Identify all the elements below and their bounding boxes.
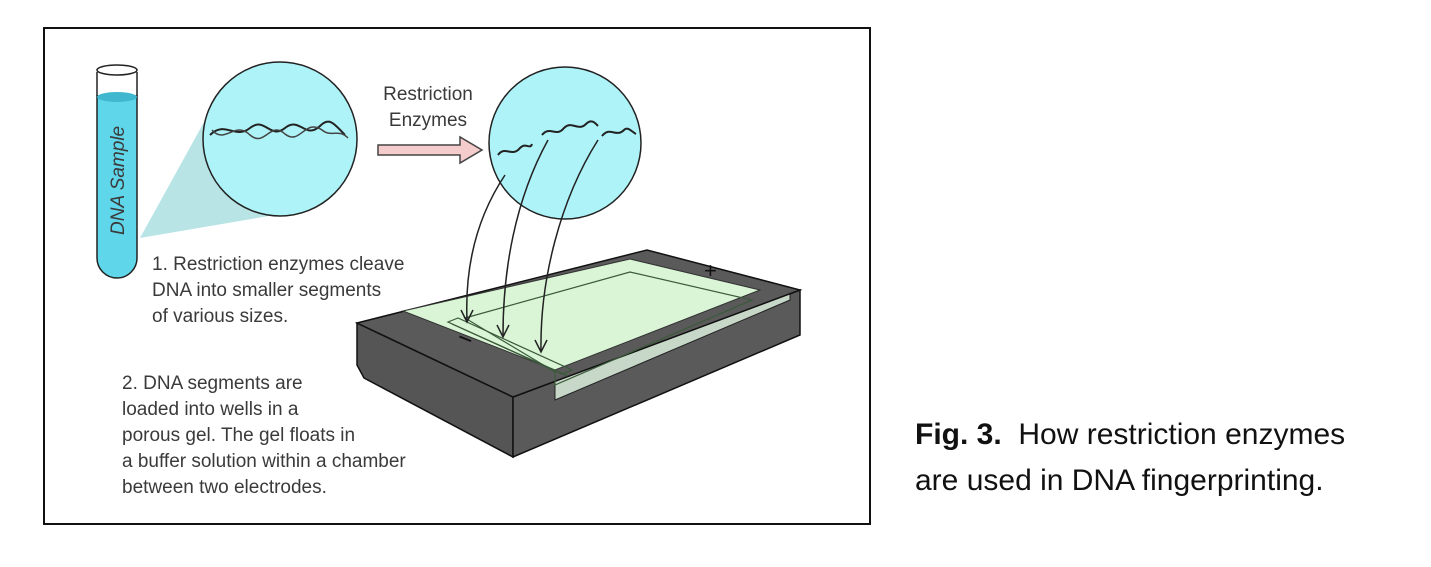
- loading-arrows: [460, 139, 599, 354]
- step2-line3: porous gel. The gel floats in: [122, 425, 355, 446]
- caption-label: Fig. 3.: [915, 418, 1002, 451]
- arrow-label-line1: Restriction: [383, 84, 473, 105]
- dna-circle-fragments: [488, 66, 642, 220]
- caption-text-1: How restriction enzymes: [1018, 418, 1346, 451]
- step2-line5: between two electrodes.: [122, 477, 327, 498]
- caption-text-2: are used in DNA fingerprinting.: [915, 464, 1324, 497]
- step1-line3: of various sizes.: [152, 306, 288, 327]
- gel-wells: [446, 317, 574, 377]
- figure-caption: Fig. 3. How restriction enzymes are used…: [915, 412, 1345, 504]
- step2-line2: loaded into wells in a: [122, 399, 299, 420]
- dna-circle-intact: [202, 61, 358, 217]
- arrow-label-line2: Enzymes: [389, 110, 467, 131]
- step2-line4: a buffer solution within a chamber: [122, 451, 406, 472]
- positive-electrode: +: [704, 258, 717, 283]
- step2-line1: 2. DNA segments are: [122, 373, 303, 394]
- electrophoresis-chamber: − +: [354, 249, 803, 459]
- test-tube-icon: DNA Sample: [96, 64, 138, 279]
- step1-line1: 1. Restriction enzymes cleave: [152, 254, 404, 275]
- arrow-icon: [377, 135, 484, 165]
- tube-label: DNA Sample: [108, 126, 129, 235]
- step1-line2: DNA into smaller segments: [152, 280, 381, 301]
